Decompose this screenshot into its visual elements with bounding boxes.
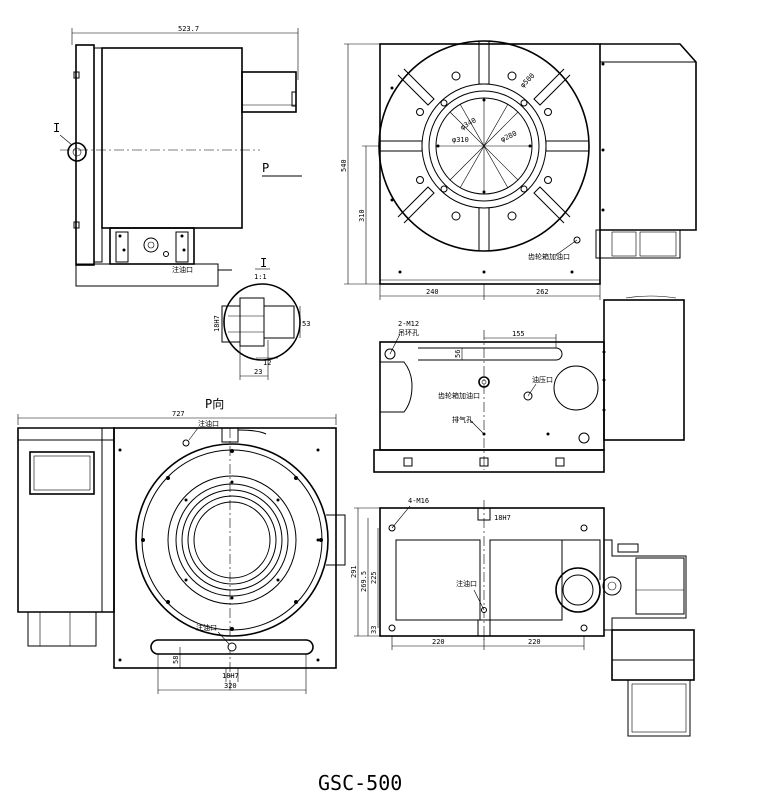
front-width-right: 262 <box>536 288 549 296</box>
view-arrow-p: P <box>262 161 269 175</box>
detail-marker: I <box>53 121 60 135</box>
detail-dim-b: 23 <box>254 368 262 376</box>
dia-bore-label: φ280 <box>499 129 518 143</box>
front-view: φ500 φ340 φ310 φ280 齿轮箱加油口 540 310 240 2… <box>340 40 697 300</box>
front-height-total: 540 <box>340 159 348 172</box>
detail-i: I 1:1 18H7 53 12 23 <box>213 256 310 380</box>
bottom-dim-d: 33 <box>370 626 378 634</box>
dia-outer-label: φ500 <box>519 72 537 90</box>
side-oil-port-label: 注油口 <box>172 265 193 274</box>
section-air-port: 排气孔 <box>452 415 473 424</box>
detail-dim-a: 12 <box>263 359 271 367</box>
detail-dim-v: 53 <box>302 320 310 328</box>
side-width-label: 523.7 <box>178 25 199 33</box>
front-gear-port-label: 齿轮箱加油口 <box>528 252 570 261</box>
p-view-width: 727 <box>172 410 185 418</box>
p-view-table-outline <box>135 443 329 637</box>
drawing-title: GSC-500 <box>318 771 402 795</box>
bottom-holes: 4-M16 <box>408 497 429 505</box>
section-hyd-port: 油压口 <box>532 375 553 384</box>
bottom-pitch-left: 220 <box>432 638 445 646</box>
dia-inner-label: φ310 <box>452 136 469 144</box>
p-view-title: P向 <box>205 396 224 411</box>
detail-scale: 1:1 <box>254 273 267 281</box>
p-view-slot-w: 320 <box>224 682 237 690</box>
section-dim-slot: 155 <box>512 330 525 338</box>
bottom-pitch-right: 220 <box>528 638 541 646</box>
p-view-slot-h: 58 <box>172 656 180 664</box>
section-hole-desc: 吊环孔 <box>398 329 419 337</box>
bottom-port: 注油口 <box>456 579 477 588</box>
bottom-view: 4-M16 18H7 注油口 291 269.5 225 33 220 220 <box>350 497 695 737</box>
p-view-slot-tol: 18H7 <box>222 672 239 680</box>
p-view-oil-port-top: 注油口 <box>198 419 219 428</box>
p-view-oil-port-bottom: 注油口 <box>196 623 217 632</box>
bottom-dim-a: 291 <box>350 565 358 578</box>
section-dim-h: 56 <box>454 350 462 358</box>
detail-title: I <box>260 256 267 270</box>
side-view: 523.7 I 注油口 P <box>53 25 302 287</box>
front-height-center: 310 <box>358 209 366 222</box>
bottom-dim-c: 225 <box>370 571 378 584</box>
p-view: P向 727 注油口 <box>17 396 346 694</box>
bottom-dim-b: 269.5 <box>360 571 368 592</box>
detail-i-circle <box>67 142 87 162</box>
front-width-left: 240 <box>426 288 439 296</box>
section-gear-port: 齿轮箱加油口 <box>438 391 480 400</box>
detail-dim-h: 18H7 <box>213 315 221 332</box>
bottom-dim-tol: 18H7 <box>494 514 511 522</box>
section-holes: 2-M12 <box>398 320 419 328</box>
section-view: 155 56 2-M12 吊环孔 齿轮箱加油口 油压口 排气孔 <box>373 295 685 473</box>
